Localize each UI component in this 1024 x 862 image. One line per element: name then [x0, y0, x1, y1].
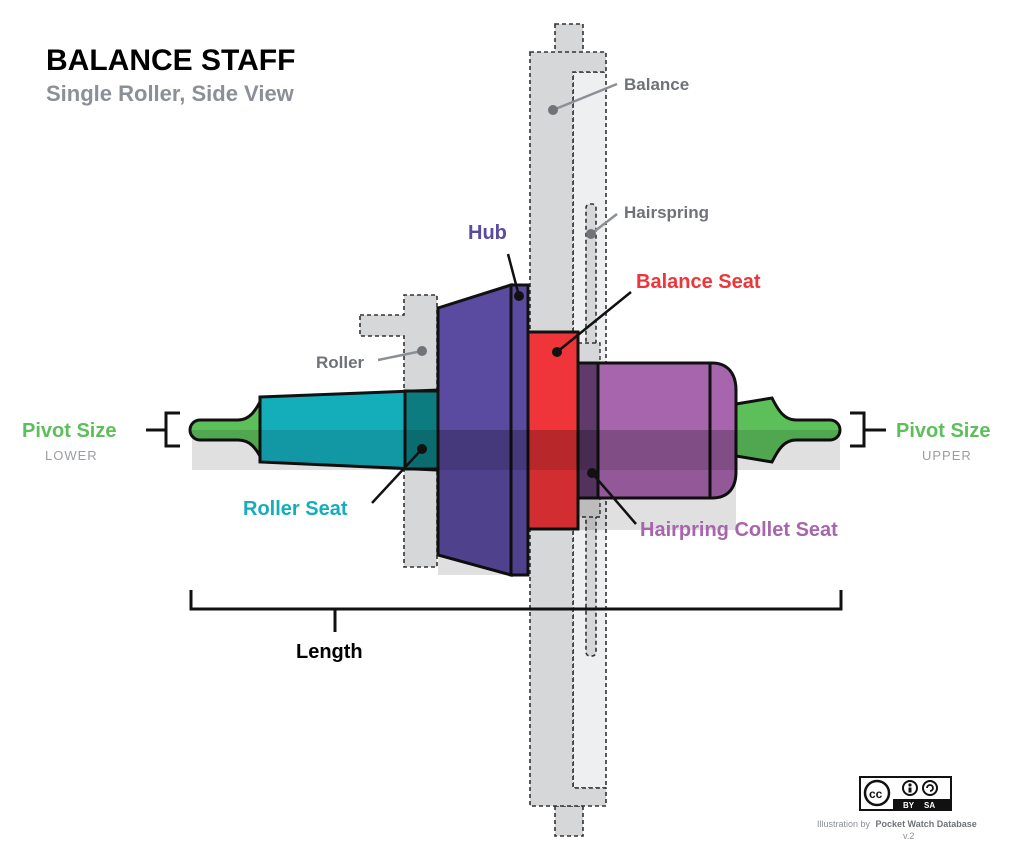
label-upper: UPPER [922, 448, 972, 463]
label-hairspring-collet-seat: Hairpring Collet Seat [640, 519, 838, 541]
label-roller-seat: Roller Seat [243, 498, 348, 520]
leader-dot-roller-seat [417, 444, 427, 454]
label-length: Length [296, 641, 363, 663]
balance-seat-part [526, 330, 580, 531]
hub-shade-lower-half [438, 430, 528, 575]
label-pivot-size-lower: Pivot Size [22, 420, 116, 442]
label-hub: Hub [468, 222, 507, 244]
lower-pivot [188, 397, 264, 461]
leader-dot-roller [417, 346, 427, 356]
diagram-subtitle: Single Roller, Side View [46, 81, 295, 106]
cc-license-badge: cc BY SA [859, 776, 952, 811]
cc-badge-bar [893, 799, 951, 810]
diagram-title: BALANCE STAFF [46, 44, 295, 77]
collet-hint-top [577, 342, 601, 364]
label-pivot-size-upper: Pivot Size [896, 420, 990, 442]
by-icon-body [908, 787, 912, 793]
by-text: BY [903, 801, 915, 810]
balance-bottom-nub [554, 805, 584, 837]
leader-balance [552, 82, 618, 112]
leader-dot-collet-seat [587, 468, 597, 478]
leader-hairspring [590, 213, 618, 235]
leader-roller-seat [371, 448, 423, 504]
cc-icon [863, 779, 891, 807]
cc-text: cc [869, 787, 883, 801]
credit-version: v.2 [903, 831, 914, 841]
leader-dot-hub [514, 291, 524, 301]
staff-shade-lower-half [192, 430, 840, 470]
credit-line: Illustration by Pocket Watch Database [817, 819, 977, 829]
credit-prefix: Illustration by [817, 819, 871, 829]
bracket-upper [850, 411, 886, 448]
label-hairspring: Hairspring [624, 203, 709, 222]
leader-collet-seat [591, 472, 637, 525]
leaders [371, 82, 637, 525]
sa-text: SA [924, 801, 935, 810]
length-bracket [189, 590, 843, 632]
pivot-brackets [146, 411, 886, 448]
leader-dot-balance [548, 105, 558, 115]
sa-icon-arrow [926, 784, 934, 792]
by-icon-head [908, 783, 912, 787]
length-bracket-line [189, 590, 843, 632]
label-balance-seat: Balance Seat [636, 271, 761, 293]
credit: Illustration by Pocket Watch Database v.… [817, 819, 977, 841]
label-roller: Roller [316, 353, 365, 372]
balance-top-nub [554, 23, 584, 55]
collet-seat-inset [576, 361, 600, 500]
collet-seat-part [576, 361, 738, 500]
roller-shape [359, 294, 438, 568]
text-layer: BALANCE STAFF Single Roller, Side View B… [22, 44, 990, 663]
leader-dot-balance-seat [552, 347, 562, 357]
label-balance: Balance [624, 75, 689, 94]
staff [188, 282, 842, 577]
bracket-lower [146, 411, 180, 448]
seat-shade-lower-half [528, 430, 736, 530]
label-lower: LOWER [45, 448, 98, 463]
credit-source: Pocket Watch Database [876, 819, 977, 829]
leader-balance-seat [556, 291, 632, 353]
upper-pivot [734, 396, 842, 464]
leader-roller [377, 349, 423, 362]
leader-dot-hairspring [586, 229, 596, 239]
leader-hub [506, 253, 521, 297]
sa-icon [922, 780, 938, 796]
